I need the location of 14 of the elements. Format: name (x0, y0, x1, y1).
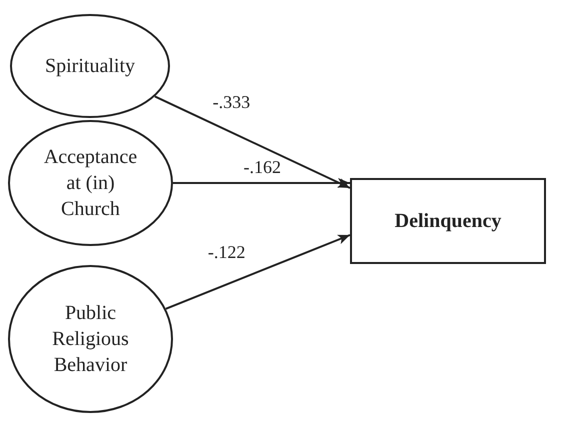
latent-variable-ellipse (8, 120, 173, 246)
variable-label: Spirituality (45, 54, 135, 79)
latent-variable-ellipse (10, 14, 170, 118)
latent-variable-ellipse (8, 265, 173, 413)
edge-label: -.333 (212, 92, 250, 113)
edge-label: -.162 (244, 157, 281, 178)
arrow (154, 96, 350, 189)
variable-label: Public Religious Behavior (51, 301, 130, 378)
arrow (165, 234, 350, 310)
variable-label: Acceptance at (in) Church (42, 145, 138, 222)
variable-label: Delinquency (394, 209, 502, 234)
outcome-box (350, 178, 546, 264)
arrow (173, 178, 350, 188)
edge-label: -.122 (208, 242, 246, 263)
